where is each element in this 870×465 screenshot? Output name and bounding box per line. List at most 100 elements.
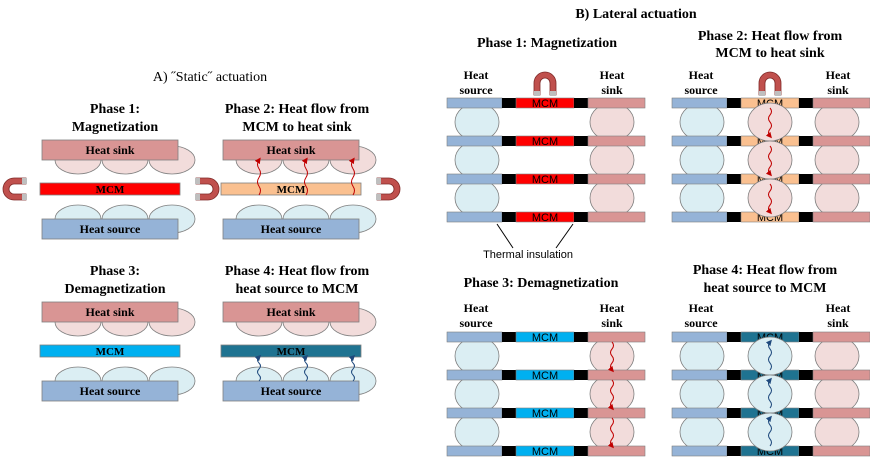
source-contact-2 [679, 178, 725, 218]
insulation-left-3 [727, 446, 741, 456]
heat-flow-arrow-1 [301, 157, 308, 196]
heat-source-strip-1 [446, 369, 503, 381]
insulation-right-0 [574, 98, 588, 108]
mcm-label: MCM [277, 184, 306, 196]
mcm-label-3: MCM [532, 446, 558, 458]
heat-source-strip-2 [446, 173, 503, 185]
source-contact-0 [454, 102, 500, 142]
static-phase1-heading-2: Magnetization [72, 120, 159, 135]
heat-source-label: Heat source [80, 222, 141, 236]
magnet-right-icon [195, 177, 220, 201]
insulation-left-0 [502, 332, 516, 342]
sink-contact-1 [814, 140, 860, 180]
lateral-p3-source-label-2: source [459, 316, 493, 330]
static-title: A) ˝Static˝ actuation [153, 70, 267, 85]
heat-sink-strip-2 [587, 407, 646, 419]
magnet-top-icon-body [758, 71, 782, 96]
magnet-right-icon-pole-b [195, 194, 200, 200]
heat-flow-arrow-2 [348, 157, 355, 196]
heat-sink-label: Heat sink [85, 305, 134, 319]
mcm-label-2: MCM [532, 174, 558, 186]
source-contact-0 [679, 102, 725, 142]
heat-sink-strip-2 [812, 173, 870, 185]
magnet-top-icon-pole-a [759, 91, 765, 96]
insulation-left-1 [502, 136, 516, 146]
mcm-cold-arrow-0 [765, 339, 772, 371]
insulation-left-2 [727, 408, 741, 418]
insulation-right-0 [799, 332, 813, 342]
heat-flow-arrow-2 [348, 354, 356, 382]
heat-source-strip-0 [446, 331, 503, 343]
mcm-label-0: MCM [532, 332, 558, 344]
mcm-bar [220, 182, 362, 196]
heat-flow-arrow-1 [301, 354, 309, 382]
magnet-top-icon [758, 71, 782, 96]
lateral-p2-source-label-2: source [684, 83, 718, 97]
sink-heat-arrow-1 [607, 379, 614, 411]
magnet-right-icon-pole-a [376, 178, 381, 184]
magnet-right-icon-body [376, 177, 401, 201]
heat-source-bar [222, 218, 360, 240]
lateral-phase4-heading: Phase 4: Heat flow from [693, 263, 838, 278]
heat-sink-bar [222, 301, 360, 323]
lateral-p1-source-label-2: source [459, 83, 493, 97]
magnet-left-icon-pole-a [22, 178, 27, 184]
source-contact-1 [454, 374, 500, 414]
insulation-left-0 [727, 332, 741, 342]
heat-source-label: Heat source [261, 384, 322, 398]
static-phase4-heading: Phase 4: Heat flow from [225, 264, 370, 279]
insulation-left-3 [502, 212, 516, 222]
mcm-label: MCM [96, 346, 125, 358]
insulation-right-1 [799, 370, 813, 380]
lateral-p1-sink-label: Heat [600, 68, 625, 82]
magnet-right-icon-body [195, 177, 220, 201]
static-phase3-heading: Phase 3: [90, 264, 140, 279]
heat-source-strip-0 [671, 331, 728, 343]
source-contact-0 [454, 336, 500, 376]
insulation-left-1 [727, 136, 741, 146]
lateral-phase2-heading: Phase 2: Heat flow from [698, 29, 843, 44]
insulation-right-0 [574, 332, 588, 342]
lateral-p3-source-label: Heat [464, 301, 489, 315]
insulation-right-3 [799, 446, 813, 456]
heat-source-bar [41, 218, 179, 240]
insulation-right-2 [574, 408, 588, 418]
heat-sink-strip-2 [812, 407, 870, 419]
mcm-heat-arrow-2 [765, 183, 772, 215]
sink-heat-arrow-0 [607, 341, 614, 373]
insulation-left-1 [727, 370, 741, 380]
sink-contact-0 [814, 336, 860, 376]
insulation-left-3 [727, 212, 741, 222]
magnet-top-icon-pole-a [534, 91, 540, 96]
insulation-left-2 [502, 408, 516, 418]
insulation-left-1 [502, 370, 516, 380]
lateral-p3-sink-label: Heat [600, 301, 625, 315]
heat-source-strip-1 [671, 135, 728, 147]
insulation-right-2 [574, 174, 588, 184]
lateral-phase1-heading: Phase 1: Magnetization [477, 36, 617, 51]
heat-source-bar [222, 380, 360, 402]
mcm-label-3: MCM [532, 212, 558, 224]
lateral-p2-source-label: Heat [689, 68, 714, 82]
insulation-right-1 [574, 370, 588, 380]
static-phase2-heading-2: MCM to heat sink [242, 120, 351, 135]
sink-contact-0 [589, 102, 635, 142]
heat-sink-strip-3 [812, 445, 870, 457]
heat-sink-strip-1 [587, 369, 646, 381]
insulation-left-0 [502, 98, 516, 108]
sink-heat-arrow-2 [607, 417, 614, 449]
mcm-label-1: MCM [532, 136, 558, 148]
heat-source-strip-0 [446, 97, 503, 109]
insulation-left-2 [502, 174, 516, 184]
static-phase2-heading: Phase 2: Heat flow from [225, 102, 370, 117]
magnet-right-icon-pole-b [376, 194, 381, 200]
heat-source-bar [41, 380, 179, 402]
source-contact-1 [679, 374, 725, 414]
lateral-p2-sink-label: Heat [826, 68, 851, 82]
magnet-left-icon-pole-b [22, 194, 27, 200]
